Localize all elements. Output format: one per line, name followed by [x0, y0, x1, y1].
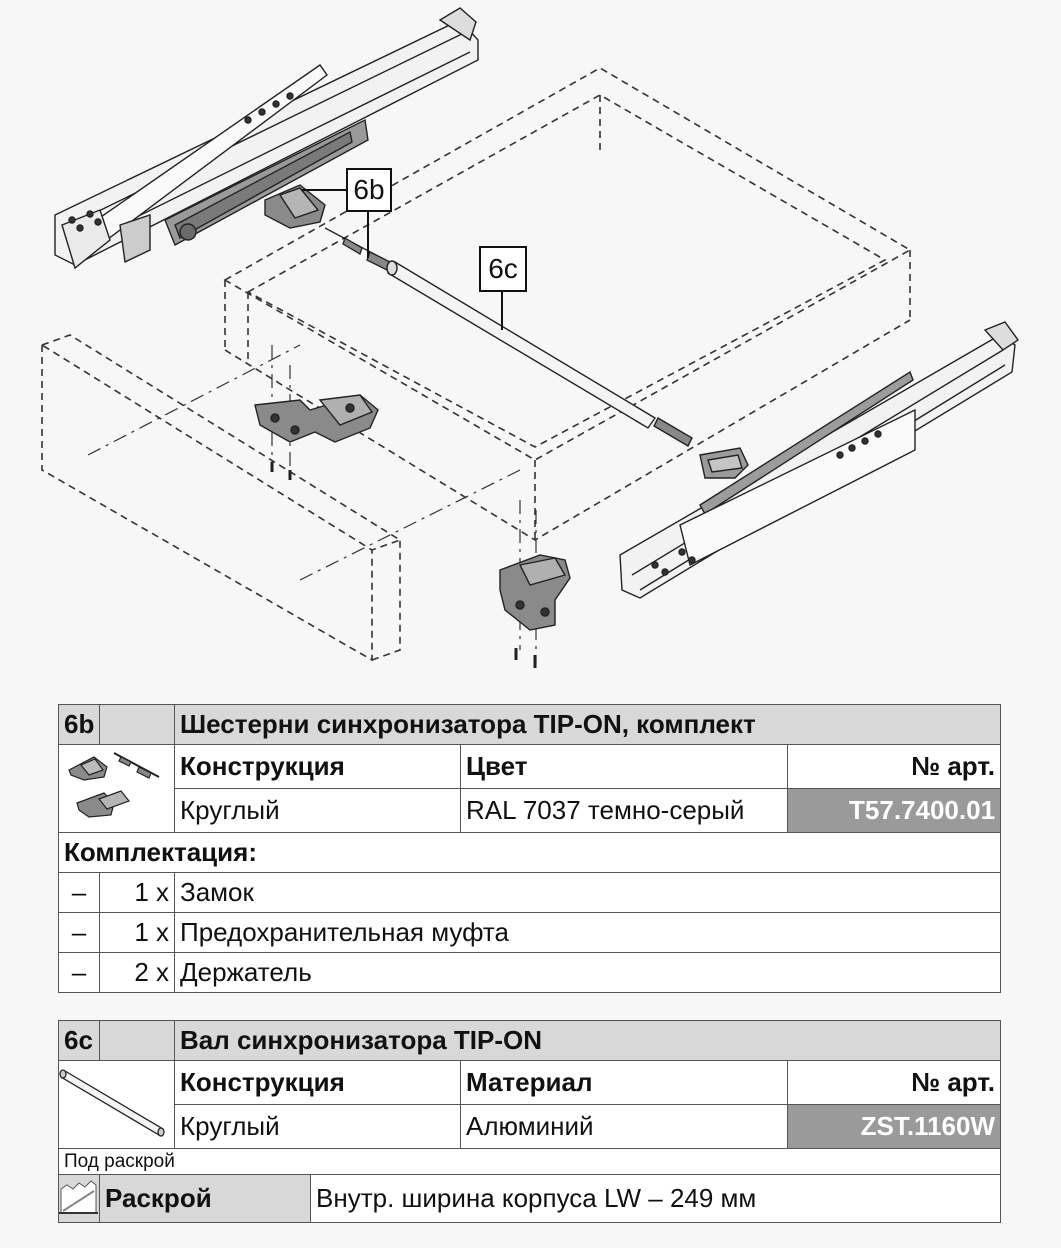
kit-dash: – [58, 912, 100, 953]
kit-name: Держатель [173, 952, 1002, 993]
kit-dash: – [58, 952, 100, 993]
saw-picture [59, 1180, 98, 1214]
table-6b: 6b Шестерни синхронизатора TIP-ON, компл… [57, 704, 1002, 993]
right-runner [619, 321, 1019, 599]
kit-dash: – [58, 872, 100, 913]
callout-6b: 6b [346, 168, 392, 212]
lock-bracket-right [499, 554, 571, 668]
coupling-pin-left [324, 227, 396, 271]
header-color-6b: Цвет [460, 744, 788, 789]
saw-icon [58, 1174, 100, 1223]
item-id-spacer [99, 704, 175, 745]
table-6c: 6c Вал синхронизатора TIP-ON Конструкция… [58, 1020, 1001, 1175]
kit-label: Комплектация: [57, 832, 1002, 873]
item-title-6b: Шестерни синхронизатора TIP-ON, комплект [173, 704, 1002, 745]
sync-gear-left [264, 184, 326, 229]
gear-kit-icon [58, 744, 175, 833]
kit-name: Предохранительная муфта [173, 912, 1002, 953]
cut-row-table: Раскрой Внутр. ширина корпуса LW – 249 м… [58, 1174, 1001, 1223]
kit-qty: 1 x [99, 912, 175, 953]
item-title-6c: Вал синхронизатора TIP-ON [174, 1020, 1001, 1061]
callout-6c: 6c [479, 246, 527, 292]
sync-gear-right [699, 447, 749, 479]
sync-shaft [386, 260, 693, 447]
shaft-picture [59, 1069, 165, 1137]
item-id-6c: 6c [58, 1020, 100, 1061]
kit-row: – 1 x Замок [58, 872, 1002, 913]
lock-bracket-left [254, 394, 379, 480]
value-material-6c: Алюминий [460, 1104, 788, 1149]
header-art-6c: № арт. [787, 1060, 1001, 1105]
callout-leaders [302, 189, 503, 330]
alignment-lines [87, 344, 537, 665]
article-code-6c[interactable]: ZST.1160W [787, 1104, 1001, 1149]
cut-value: Внутр. ширина корпуса LW – 249 мм [310, 1174, 1001, 1223]
kit-qty: 2 x [99, 952, 175, 993]
kit-name: Замок [173, 872, 1002, 913]
shaft-icon [58, 1060, 175, 1149]
value-construction-6b: Круглый [174, 788, 461, 833]
kit-row: – 1 x Предохранительная муфта [58, 912, 1002, 953]
drawer-front-outline [40, 334, 402, 662]
value-color-6b: RAL 7037 темно-серый [460, 788, 788, 833]
item-id-spacer [99, 1020, 175, 1061]
kit-qty: 1 x [99, 872, 175, 913]
cut-note: Под раскрой [58, 1148, 1001, 1175]
left-runner [54, 7, 479, 270]
header-construction-6b: Конструкция [174, 744, 461, 789]
header-material-6c: Материал [460, 1060, 788, 1105]
assembly-drawing [40, 7, 1019, 668]
item-id-6b: 6b [58, 704, 100, 745]
article-code-6b[interactable]: T57.7400.01 [786, 788, 1002, 833]
header-construction-6c: Конструкция [174, 1060, 461, 1105]
header-art-6b: № арт. [786, 744, 1002, 789]
kit-row: – 2 x Держатель [58, 952, 1002, 993]
cut-label: Раскрой [99, 1174, 311, 1223]
gear-kit-picture [68, 752, 160, 818]
value-construction-6c: Круглый [174, 1104, 461, 1149]
